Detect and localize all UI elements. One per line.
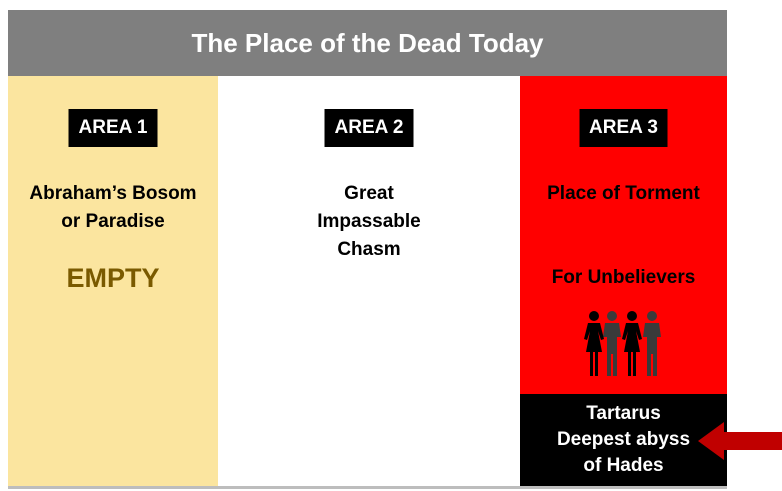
arrow-left-icon	[698, 422, 782, 460]
people-group-icon	[584, 311, 661, 376]
area-1-column: AREA 1 Abraham’s Bosom or Paradise EMPTY	[8, 76, 218, 486]
area-3-label: Place of Torment	[547, 183, 700, 204]
area-3-column: AREA 3 Place of Torment For Unbelievers	[520, 76, 727, 394]
area-2-badge: AREA 2	[324, 109, 414, 147]
area-2-column: AREA 2 Great Impassable Chasm	[218, 76, 520, 486]
area-2-label-line-3: Chasm	[337, 239, 401, 260]
tartarus-box: Tartarus Deepest abyss of Hades	[520, 394, 727, 486]
area-3-sublabel: For Unbelievers	[551, 267, 696, 288]
tartarus-line-2: Deepest abyss	[556, 429, 691, 450]
area-1-badge: AREA 1	[68, 109, 158, 147]
diagram-title: The Place of the Dead Today	[8, 10, 727, 76]
tartarus-line-3: of Hades	[583, 455, 664, 476]
bottom-divider	[8, 486, 727, 489]
tartarus-line-1: Tartarus	[586, 403, 661, 424]
area-3-badge: AREA 3	[579, 109, 668, 147]
area-2-label-line-1: Great	[344, 183, 394, 204]
area-1-label-line-2: or Paradise	[61, 211, 165, 232]
area-1-status: EMPTY	[66, 263, 160, 293]
area-1-label-line-1: Abraham’s Bosom	[29, 183, 197, 204]
area-2-label-line-2: Impassable	[317, 211, 421, 232]
